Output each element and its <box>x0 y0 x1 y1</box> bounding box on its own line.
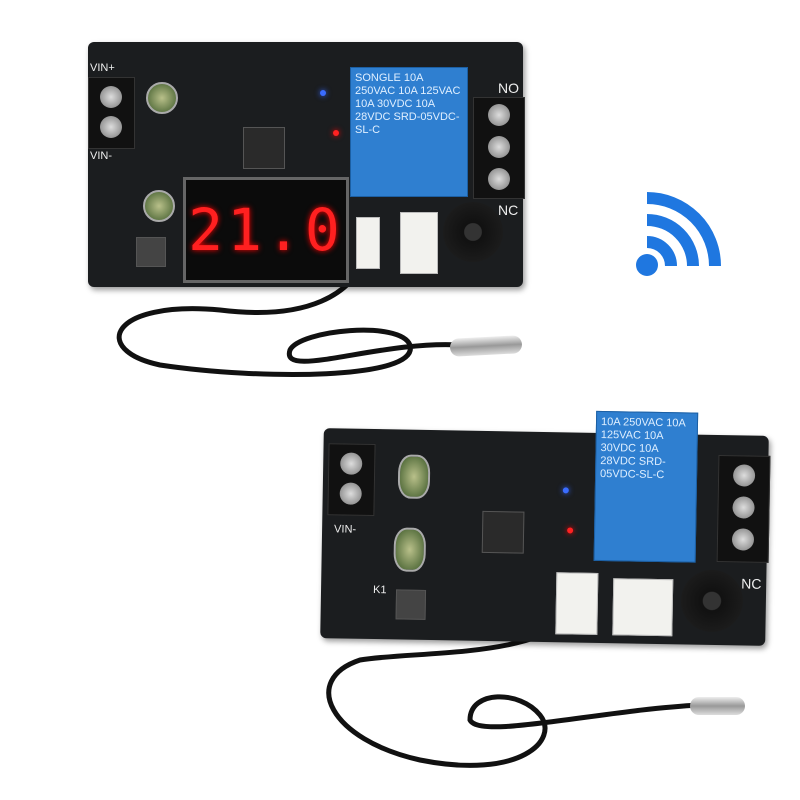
relay-terminal <box>473 97 525 199</box>
temperature-display: 21.0 <box>183 177 349 283</box>
vin-minus-label: VIN- <box>333 523 357 536</box>
led-red <box>333 130 339 136</box>
power-terminal <box>88 77 135 149</box>
buzzer <box>680 569 744 633</box>
temperature-probe <box>449 335 523 357</box>
temperature-probe <box>690 697 745 715</box>
k1-label: K1 <box>372 584 387 597</box>
relay: 10A 250VAC 10A 125VAC 10A 30VDC 10A 28VD… <box>593 410 699 563</box>
led-blue <box>320 90 326 96</box>
vin-minus-label: VIN- <box>90 150 112 162</box>
probe-connector <box>356 217 380 269</box>
relay-terminal <box>716 455 771 563</box>
sensor-connector <box>612 578 674 637</box>
capacitor <box>146 82 178 114</box>
buzzer <box>443 202 503 262</box>
bottom-thermostat-board: VIN- K1 10A 250VAC 10A 125VAC 10A 30VDC … <box>320 410 771 646</box>
sensor-connector <box>400 212 438 274</box>
relay: SONGLE 10A 250VAC 10A 125VAC 10A 30VDC 1… <box>350 67 468 197</box>
microcontroller <box>243 127 285 169</box>
power-terminal <box>327 443 376 517</box>
no-label: NO <box>498 80 519 96</box>
top-thermostat-board: VIN+ VIN- 21.0 SONGLE 10A 250VAC 10A 125… <box>88 42 525 287</box>
microcontroller <box>481 510 525 554</box>
probe-connector <box>555 572 599 635</box>
vin-plus-label: VIN+ <box>90 62 115 74</box>
led-blue <box>562 487 569 494</box>
capacitor <box>393 527 427 572</box>
nc-label: NC <box>498 202 519 218</box>
push-button <box>136 237 166 267</box>
nc-label: NC <box>741 575 762 592</box>
capacitor <box>397 454 431 499</box>
wifi-signal-icon <box>636 192 721 276</box>
led-red <box>567 527 574 534</box>
capacitor <box>143 190 175 222</box>
push-button <box>395 589 427 620</box>
